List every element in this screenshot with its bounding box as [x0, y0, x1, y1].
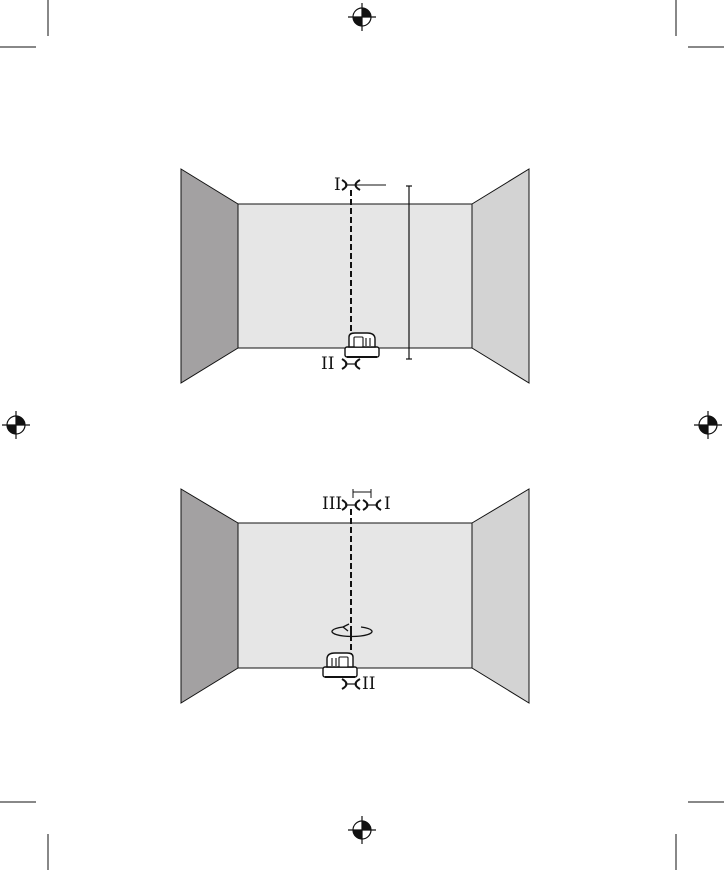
- registration-mark-icon: [2, 411, 30, 439]
- mark-label-top-right: I: [384, 494, 391, 514]
- left-wall: [181, 489, 238, 703]
- crosshair-mark-icon: [342, 679, 360, 689]
- deviation-bracket: [353, 489, 371, 498]
- mark-label-top-left: III: [322, 494, 342, 514]
- right-wall: [472, 489, 529, 703]
- registration-mark-icon: [348, 3, 376, 31]
- back-wall: [238, 204, 472, 348]
- left-wall: [181, 169, 238, 383]
- crosshair-mark-icon: [363, 500, 381, 510]
- mark-label-bottom: II: [321, 354, 334, 374]
- crosshair-mark-icon: [342, 500, 360, 510]
- mark-label-bottom: II: [362, 674, 375, 694]
- right-wall: [472, 169, 529, 383]
- mark-label-top: I: [334, 175, 341, 195]
- figure-2-room: III I II: [181, 489, 529, 703]
- back-wall: [238, 523, 472, 668]
- registration-mark-icon: [694, 411, 722, 439]
- laser-level-device-icon: [323, 653, 357, 677]
- crosshair-mark-icon: [342, 359, 360, 369]
- laser-level-device-icon: [345, 333, 379, 357]
- figure-1-room: I II: [181, 169, 529, 383]
- registration-mark-icon: [348, 816, 376, 844]
